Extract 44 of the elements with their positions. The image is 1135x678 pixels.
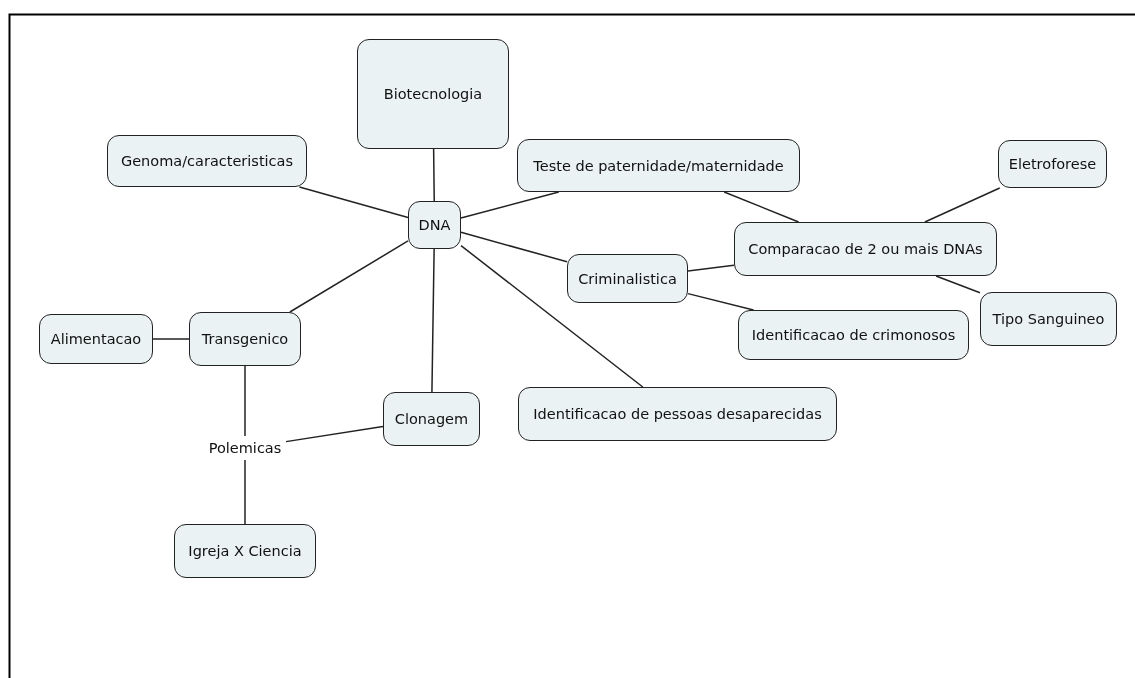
- topic-box: [189, 312, 301, 366]
- connector-line: [152, 338, 190, 340]
- connector-line: [460, 191, 560, 219]
- connector-line: [432, 148, 435, 202]
- topic-box: [980, 292, 1117, 346]
- connector-line: [687, 292, 755, 311]
- connector-line: [431, 248, 435, 393]
- connector-line: [460, 244, 644, 388]
- topic-text: Tipo Sanguineo: [992, 311, 1105, 327]
- topic-box: [567, 254, 688, 303]
- topic-box: [998, 140, 1107, 188]
- connector-line: [924, 187, 1001, 223]
- topic-box: [174, 524, 316, 578]
- topic-text: DNA: [418, 217, 451, 233]
- topic-text: Identificacao de pessoas desaparecidas: [533, 406, 822, 422]
- connector-line: [687, 264, 735, 272]
- topic-box: [107, 135, 307, 187]
- topic-box: [518, 387, 837, 441]
- topic-box: [738, 310, 969, 360]
- connector-line: [289, 240, 409, 313]
- connector-line: [244, 365, 246, 437]
- topic-text: Biotecnologia: [383, 86, 483, 102]
- topic-text: Clonagem: [394, 411, 469, 427]
- connector-line: [723, 191, 800, 223]
- topic-text: Alimentacao: [50, 331, 142, 347]
- topic-text: Genoma/caracteristicas: [120, 153, 294, 169]
- topic-text: Teste de paternidade/maternidade: [533, 157, 784, 174]
- connector-line: [244, 459, 246, 525]
- topic-text: Identificacao de crimonosos: [751, 327, 956, 343]
- topic-box: [408, 201, 461, 249]
- connector-line: [935, 275, 981, 294]
- topic-text: Eletroforese: [1008, 156, 1097, 172]
- topic-text: Comparacao de 2 ou mais DNAs: [748, 241, 983, 257]
- topic-text: Criminalistica: [578, 270, 677, 287]
- topic-box: [39, 314, 153, 364]
- connector-line: [298, 186, 409, 219]
- topic-box: [383, 392, 480, 446]
- connector-line: [460, 231, 568, 263]
- topic-box: [357, 39, 509, 149]
- connector-line: [285, 425, 384, 443]
- topic-box: [517, 139, 800, 192]
- topic-text: Igreja X Ciencia: [188, 543, 302, 559]
- topic-box: [734, 222, 997, 276]
- topic-text: Transgenico: [201, 331, 289, 347]
